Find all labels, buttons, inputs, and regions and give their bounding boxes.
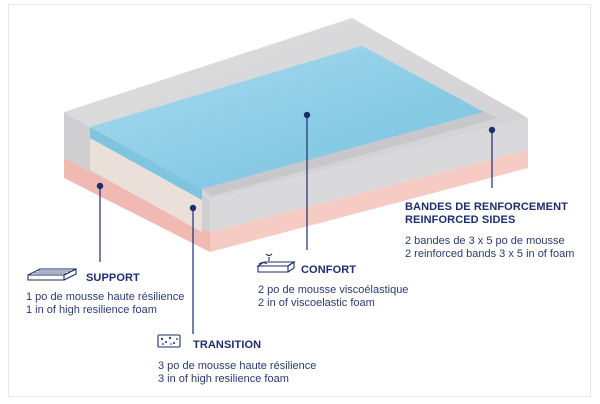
sides-line-fr: 2 bandes de 3 x 5 po de mousse xyxy=(405,235,565,247)
support-title: SUPPORT xyxy=(86,272,140,284)
support-layer-side xyxy=(210,150,528,252)
reinforced-band-inner xyxy=(202,112,498,196)
reinforced-side-right xyxy=(210,118,528,232)
sides-line-en: 2 reinforced bands 3 x 5 in of foam xyxy=(405,248,575,260)
sides-title-fr: BANDES DE RENFORCEMENT xyxy=(405,201,568,213)
support-line-en: 1 in of high resilience foam xyxy=(26,304,157,316)
comfort-layer-cut xyxy=(90,127,202,200)
transition-line-en: 3 in of high resilience foam xyxy=(158,373,289,385)
foam-block-icon xyxy=(27,268,77,281)
confort-title: CONFORT xyxy=(301,264,357,276)
memory-foam-icon xyxy=(256,253,296,273)
transition-title: TRANSITION xyxy=(193,339,262,351)
confort-line-en: 2 in of viscoelastic foam xyxy=(258,297,375,309)
support-layer-front xyxy=(64,158,210,252)
confort-line-fr: 2 po de mousse viscoélastique xyxy=(258,284,409,296)
textured-foam-icon xyxy=(157,334,181,348)
transition-layer-cut xyxy=(90,137,202,232)
comfort-layer-top xyxy=(90,46,484,189)
sides-title-en: REINFORCED SIDES xyxy=(405,214,516,226)
transition-line-fr: 3 po de mousse haute résilience xyxy=(158,360,317,372)
support-line-fr: 1 po de mousse haute résilience xyxy=(26,291,185,303)
